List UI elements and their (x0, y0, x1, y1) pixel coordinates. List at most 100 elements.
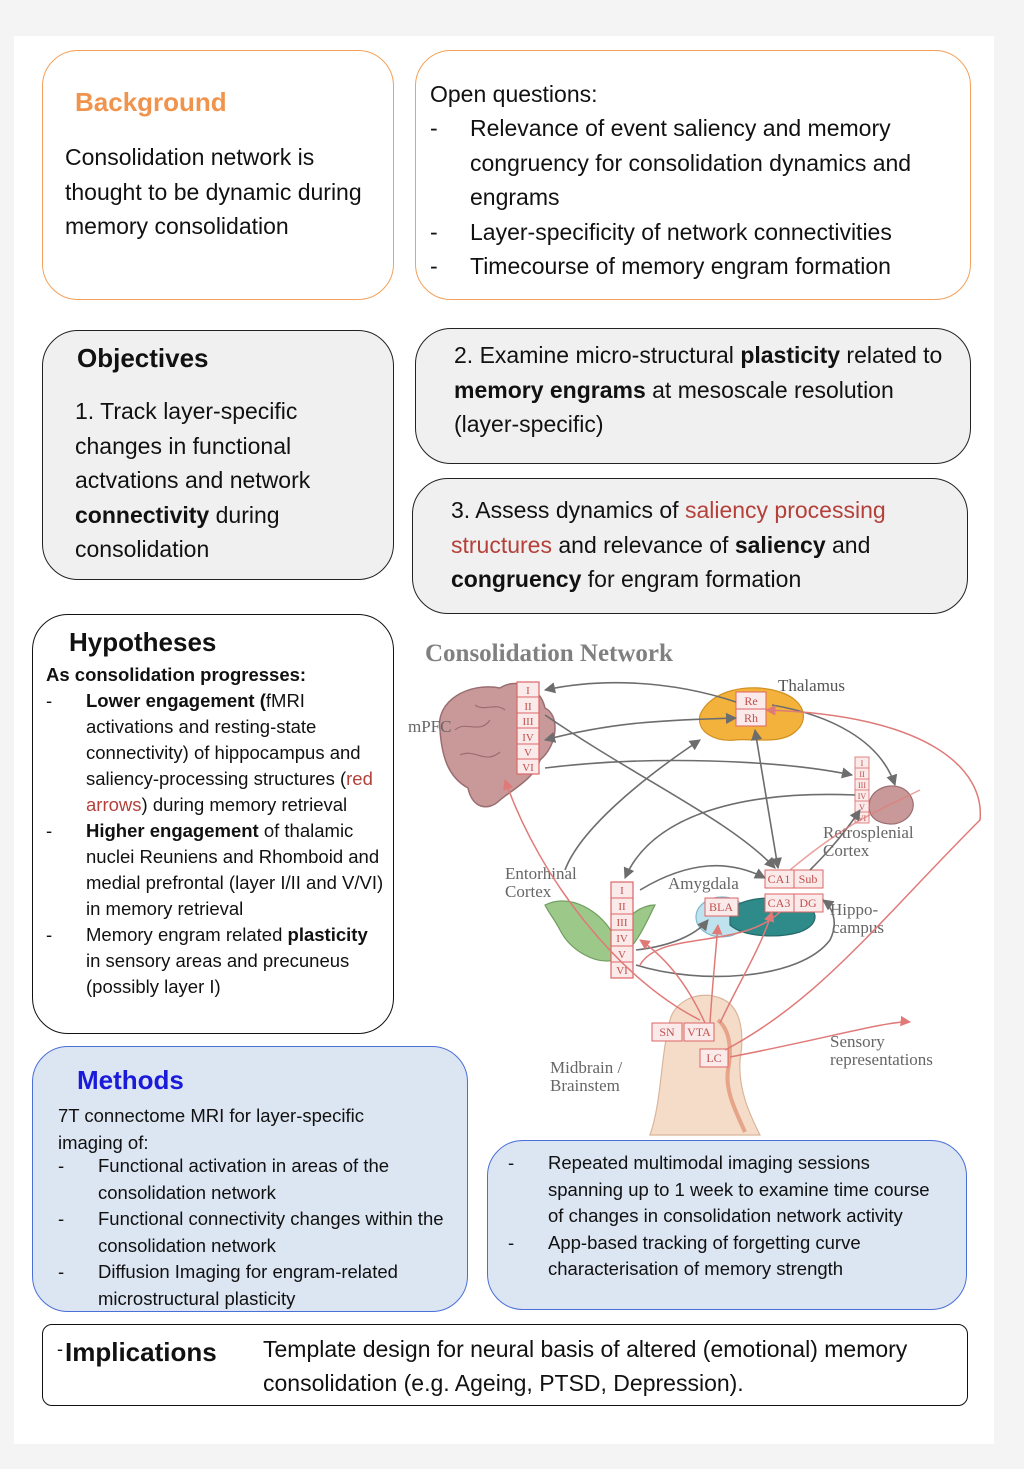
methods-item: Functional connectivity changes within t… (58, 1206, 458, 1259)
nucleus-sub: Sub (799, 872, 818, 886)
diagram-title: Consolidation Network (425, 640, 673, 667)
label-midbrain-2: Brainstem (550, 1076, 620, 1095)
objective-2-text-mid: related to (840, 342, 943, 368)
objective-1-text-end: during consolidation (75, 501, 280, 563)
nucleus-sn: SN (659, 1025, 675, 1039)
mpfc-layer-II: II (524, 701, 532, 713)
objectives-title: Objectives (77, 343, 209, 373)
rsc-layer-IV: IV (858, 792, 867, 801)
objective-1-text: 1. Track layer-specific changes in funct… (75, 398, 311, 493)
mpfc-layer-IV: IV (522, 732, 534, 744)
objective-3-bold-congruency: congruency (451, 566, 582, 592)
hypotheses-list: Lower engagement (fMRI activations and r… (46, 688, 386, 1000)
label-sensory-2: representations (830, 1050, 933, 1069)
rsc-layer-II: II (859, 770, 865, 779)
methods-box-2: Repeated multimodal imaging sessions spa… (487, 1140, 967, 1310)
objective-3: 3. Assess dynamics of saliency processin… (451, 493, 951, 597)
ec-layer-II: II (618, 901, 626, 913)
mpfc-layer-V: V (524, 747, 532, 759)
label-entorhinal-2: Cortex (505, 882, 552, 901)
red-arrows (503, 705, 982, 1058)
objective-2-text-end: at mesoscale resolution (layer-specific) (454, 376, 894, 438)
rsc-layer-V: V (859, 803, 865, 812)
label-sensory-1: Sensory (830, 1032, 885, 1051)
mpfc-layers: I II III IV V VI (516, 681, 540, 775)
objective-2: 2. Examine micro-structural plasticity r… (454, 338, 964, 442)
rsc-layer-I: I (861, 759, 864, 768)
hypothesis-1-red: red arrows (86, 768, 373, 815)
methods-list: Functional activation in areas of the co… (58, 1153, 458, 1312)
objective-3-bold-saliency: saliency (734, 531, 826, 558)
hypotheses-box: Hypotheses As consolidation progresses: … (32, 614, 394, 1034)
objective-2-bold-engrams: memory engrams (454, 376, 646, 403)
hypothesis-1: Lower engagement (fMRI activations and r… (46, 688, 386, 818)
mpfc-layer-III: III (523, 716, 534, 728)
methods-item: Repeated multimodal imaging sessions spa… (508, 1150, 938, 1230)
objective-3-and: and (825, 531, 871, 558)
background-text: Consolidation network is thought to be d… (65, 144, 362, 239)
open-questions-list: Relevance of event saliency and memory c… (430, 111, 970, 284)
objective-2-box: 2. Examine micro-structural plasticity r… (415, 328, 971, 464)
label-amygdala: Amygdala (668, 874, 739, 893)
hypothesis-3: Memory engram related plasticity in sens… (46, 922, 386, 1000)
methods-box: Methods 7T connectome MRI for layer-spec… (32, 1046, 468, 1312)
label-mpfc: mPFC (408, 717, 451, 736)
open-question-item: Layer-specificity of network connectivit… (430, 215, 970, 250)
open-questions-title: Open questions: (430, 81, 598, 107)
midbrain-nuclei: SN VTA LC (651, 1022, 729, 1068)
label-midbrain-1: Midbrain / (550, 1058, 623, 1077)
hypothesis-2-bold: Higher engagement (86, 820, 259, 841)
methods-item: App-based tracking of forgetting curve c… (508, 1230, 938, 1283)
objective-1: 1. Track layer-specific changes in funct… (75, 394, 375, 567)
objective-2-bold-plasticity: plasticity (740, 342, 841, 368)
label-retrosplenial-2: Cortex (823, 841, 870, 860)
hypothesis-1-text-end: ) during memory retrieval (141, 794, 348, 815)
nucleus-lc: LC (706, 1051, 721, 1065)
background-title: Background (75, 87, 227, 117)
hypothesis-3-text-end: in sensory areas and precuneus (possibly… (86, 950, 350, 997)
open-questions-box: Open questions: Relevance of event salie… (415, 50, 971, 300)
nucleus-ca1: CA1 (768, 872, 791, 886)
methods-title: Methods (77, 1065, 184, 1095)
rsc-layer-III: III (858, 781, 866, 790)
ec-layer-III: III (617, 917, 628, 929)
objective-3-red: saliency processing structures (451, 497, 886, 558)
nucleus-ca3: CA3 (768, 896, 791, 910)
implications-text: Template design for neural basis of alte… (263, 1336, 908, 1396)
methods-list-2: Repeated multimodal imaging sessions spa… (508, 1150, 938, 1283)
label-entorhinal-1: Entorhinal (505, 864, 577, 883)
open-question-item: Timecourse of memory engram formation (430, 249, 970, 284)
hypothesis-2-text: of thalamic nuclei Reuniens and Rhomboid… (86, 820, 384, 919)
nucleus-bla: BLA (709, 900, 733, 914)
implications-box: - Implications Template design for neura… (42, 1324, 968, 1406)
hypothesis-1-bold: Lower engagement ( (86, 690, 266, 711)
entorhinal-layers: I II III IV V VI (610, 881, 634, 979)
thalamus-nuclei: Re Rh (735, 691, 767, 727)
nucleus-vta: VTA (687, 1025, 711, 1039)
hippocampal-nuclei: BLA CA1 Sub CA3 DG (704, 869, 824, 917)
background-box: Background Consolidation network is thou… (42, 50, 394, 300)
nucleus-dg: DG (799, 896, 817, 910)
nucleus-rh: Rh (744, 711, 758, 725)
objective-3-box: 3. Assess dynamics of saliency processin… (412, 478, 968, 614)
label-retrosplenial-1: Retrosplenial (823, 823, 914, 842)
retrosplenial-shape (868, 785, 914, 825)
hypotheses-subtitle: As consolidation progresses: (46, 664, 307, 685)
mpfc-layer-I: I (526, 685, 530, 697)
hypothesis-3-bold: plasticity (287, 924, 368, 945)
label-thalamus: Thalamus (778, 676, 845, 695)
hypothesis-1-text: fMRI activations and resting-state conne… (86, 690, 361, 789)
hypothesis-2: Higher engagement of thalamic nuclei Reu… (46, 818, 386, 922)
objectives-box: Objectives 1. Track layer-specific chang… (42, 330, 394, 580)
hypotheses-title: Hypotheses (69, 627, 217, 657)
ec-layer-V: V (618, 949, 626, 961)
objective-3-text-mid: and relevance of (551, 531, 735, 558)
ec-layer-I: I (620, 885, 624, 897)
methods-item: Functional activation in areas of the co… (58, 1153, 458, 1206)
ec-layer-VI: VI (616, 965, 628, 977)
consolidation-network-diagram: Consolidation Network mPFC I II III IV V… (400, 620, 994, 1140)
entorhinal-shape (544, 900, 656, 962)
implications-dash: - (57, 1339, 63, 1359)
network-svg: Consolidation Network mPFC I II III IV V… (408, 640, 982, 1136)
ec-layer-IV: IV (616, 933, 628, 945)
